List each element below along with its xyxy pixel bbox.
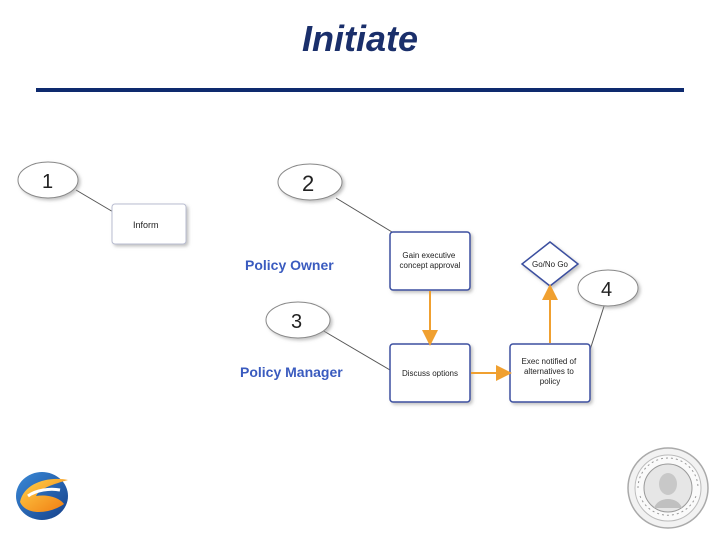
lane-owner-label: Policy Owner [245, 257, 334, 273]
inform-box [111, 203, 187, 245]
exec-notified-line-1: Exec notified of [522, 357, 577, 366]
exec-notified-line-2: alternatives to [524, 367, 574, 376]
discuss-options-label: Discuss options [402, 369, 458, 378]
callout-4 [577, 269, 639, 307]
callout-3 [265, 301, 331, 339]
title-rule [36, 88, 684, 92]
inform-label: Inform [133, 220, 159, 230]
gain-approval-label: Gain executive concept approval [400, 251, 461, 270]
callout-1-label: 1 [42, 171, 53, 193]
gain-approval-box [389, 231, 471, 291]
callout-1 [17, 161, 79, 199]
callout-2-leader [335, 197, 393, 233]
state-seal-icon [627, 447, 709, 529]
lane-manager-label: Policy Manager [240, 364, 343, 380]
exec-notified-label: Exec notified of alternatives to policy [522, 357, 579, 386]
callout-4-leader [589, 299, 607, 351]
callout-2 [277, 163, 343, 201]
callout-4-label: 4 [601, 279, 612, 301]
callout-2-label: 2 [302, 171, 314, 196]
gain-approval-line-2: concept approval [400, 261, 461, 270]
callout-3-label: 3 [291, 311, 302, 333]
exec-notified-line-3: policy [540, 377, 560, 386]
go-nogo-label: Go/No Go [532, 260, 569, 269]
callout-3-leader [321, 329, 391, 371]
logo-icon [16, 472, 68, 520]
page-title: Initiate [301, 18, 418, 59]
gain-approval-line-1: Gain executive [402, 251, 455, 260]
